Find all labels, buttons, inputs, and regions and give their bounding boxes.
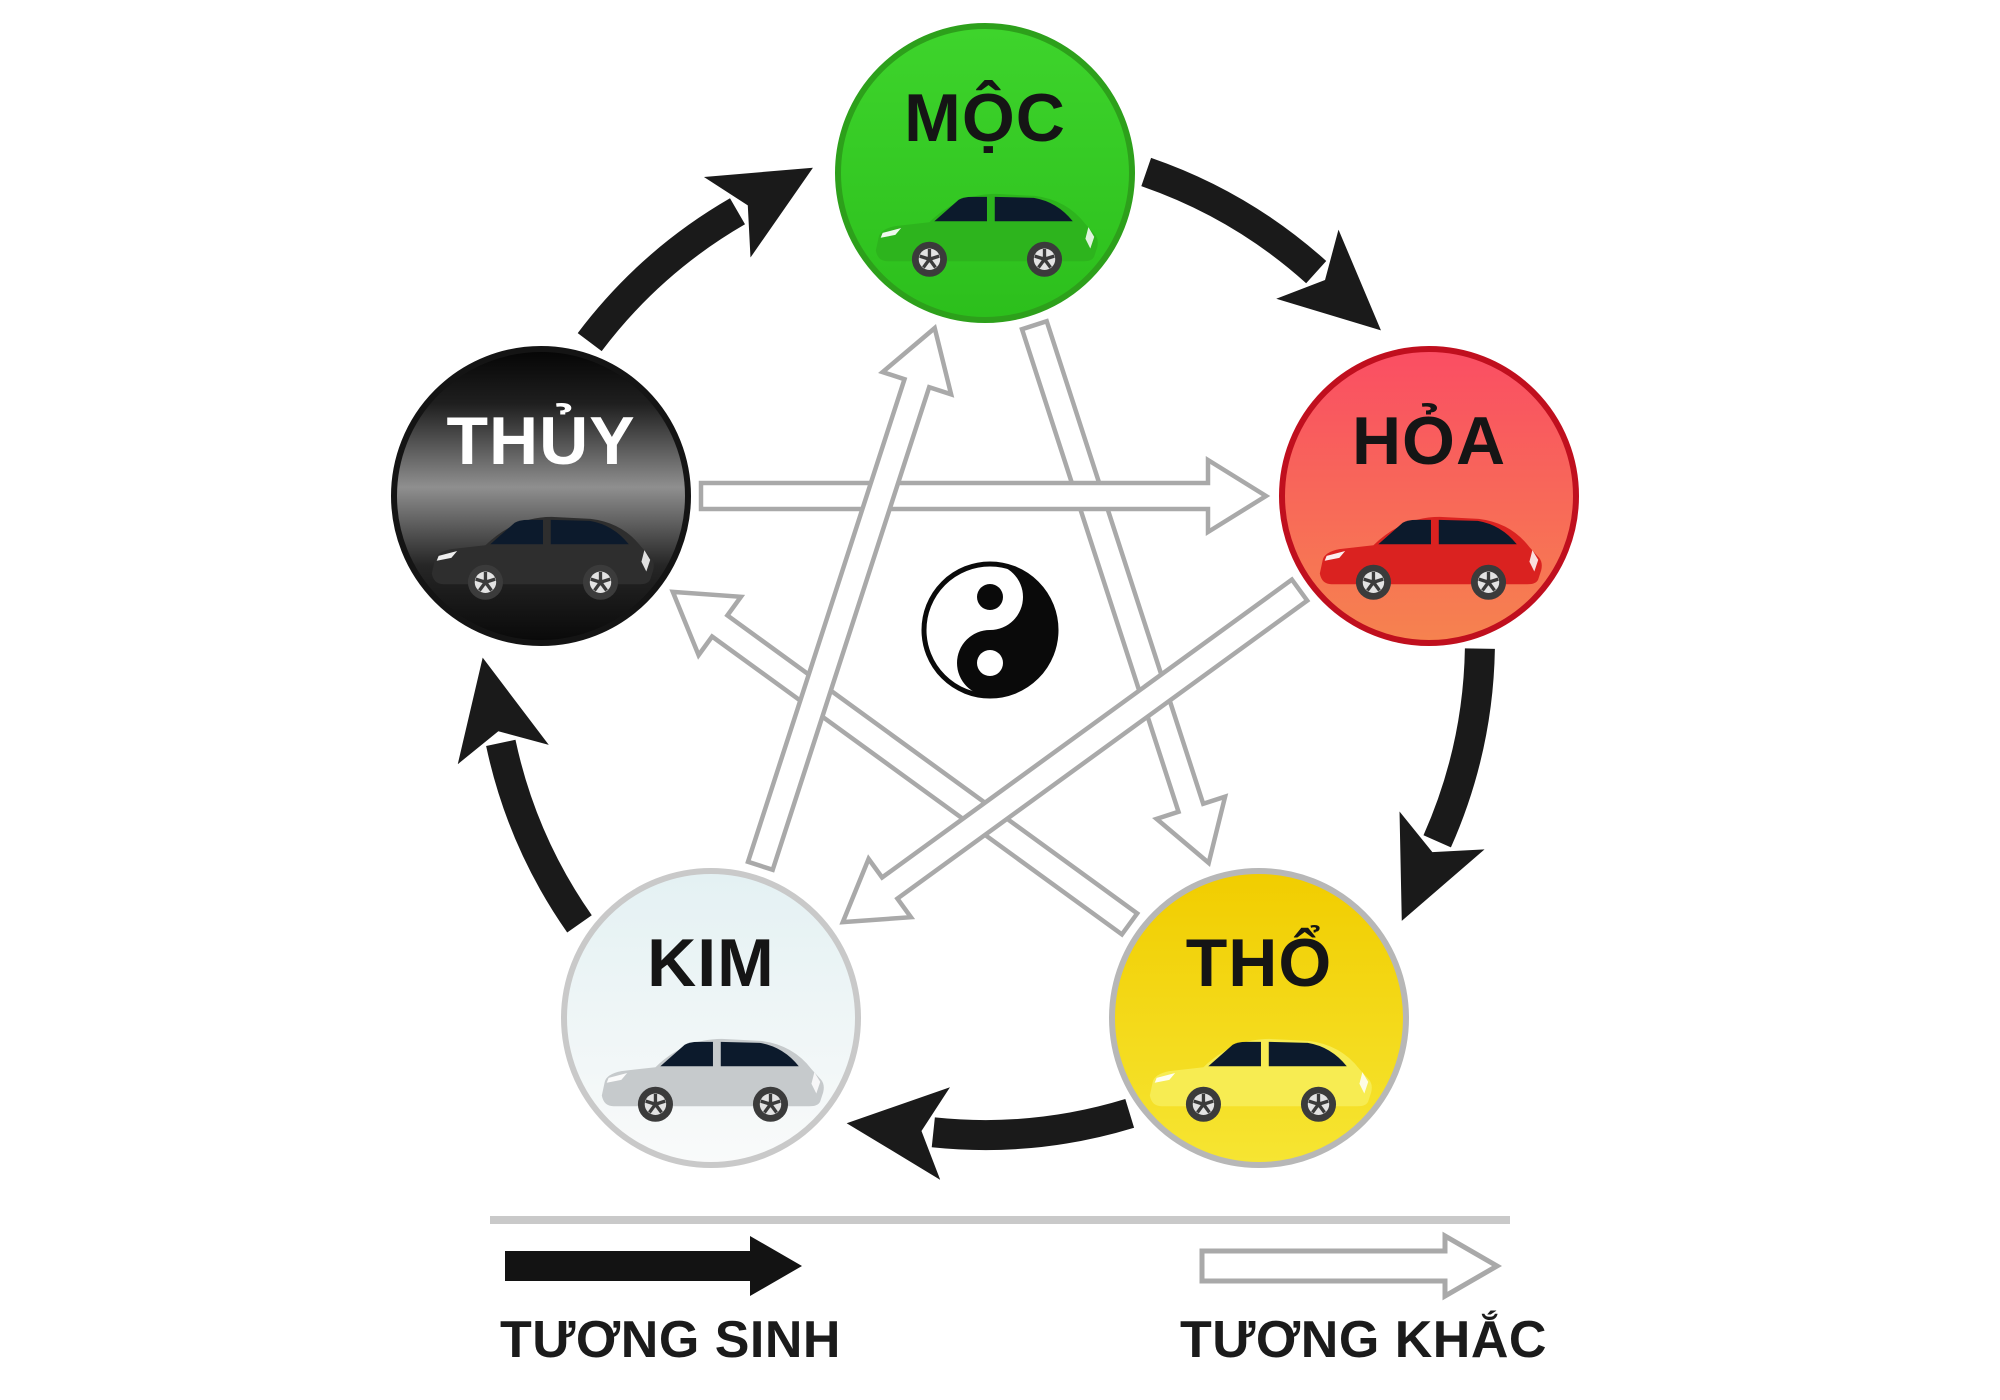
legend-khac-arrow bbox=[1199, 1231, 1503, 1301]
car-icon bbox=[425, 502, 659, 604]
khac-arrow-kim-to-moc bbox=[745, 324, 955, 873]
sinh-arrow-hoa-to-tho bbox=[1399, 648, 1495, 921]
sinh-arrow-thuy-to-moc bbox=[577, 167, 813, 352]
element-circle-thuy: THỦY bbox=[391, 346, 691, 646]
sinh-arrow-tho-to-kim bbox=[846, 1087, 1135, 1180]
sinh-arrow-moc-to-hoa bbox=[1141, 157, 1381, 331]
car-icon bbox=[595, 1024, 829, 1126]
legend-sinh-label: TƯƠNG SINH bbox=[500, 1311, 841, 1369]
element-label-tho: THỔ bbox=[1185, 925, 1333, 1001]
legend-sinh-arrow bbox=[505, 1236, 802, 1296]
element-circle-tho: THỔ bbox=[1109, 868, 1409, 1168]
khac-arrow-tho-to-thuy bbox=[669, 589, 1141, 938]
khac-arrow-thuy-to-hoa bbox=[698, 455, 1271, 537]
yin-yang-symbol bbox=[920, 560, 1060, 700]
legend-arrows-group bbox=[505, 1231, 1503, 1301]
khac-arrow-moc-to-tho bbox=[1019, 318, 1229, 867]
element-label-moc: MỘC bbox=[904, 80, 1066, 156]
sinh-arrow-kim-to-thuy bbox=[457, 657, 592, 933]
legend-khac-label: TƯƠNG KHẮC bbox=[1180, 1311, 1547, 1369]
element-circle-kim: KIM bbox=[561, 868, 861, 1168]
element-circle-moc: MỘC bbox=[835, 23, 1135, 323]
car-icon bbox=[1313, 502, 1547, 604]
sinh-arrows-group bbox=[457, 157, 1495, 1180]
element-label-hoa: HỎA bbox=[1351, 403, 1507, 479]
legend-divider bbox=[490, 1216, 1510, 1224]
khac-arrow-hoa-to-kim bbox=[839, 576, 1311, 925]
element-label-thuy: THỦY bbox=[446, 403, 636, 479]
khac-arrows-group bbox=[669, 318, 1311, 938]
element-label-kim: KIM bbox=[647, 925, 775, 1001]
car-icon bbox=[1143, 1024, 1377, 1126]
element-circle-hoa: HỎA bbox=[1279, 346, 1579, 646]
car-icon bbox=[869, 179, 1103, 281]
